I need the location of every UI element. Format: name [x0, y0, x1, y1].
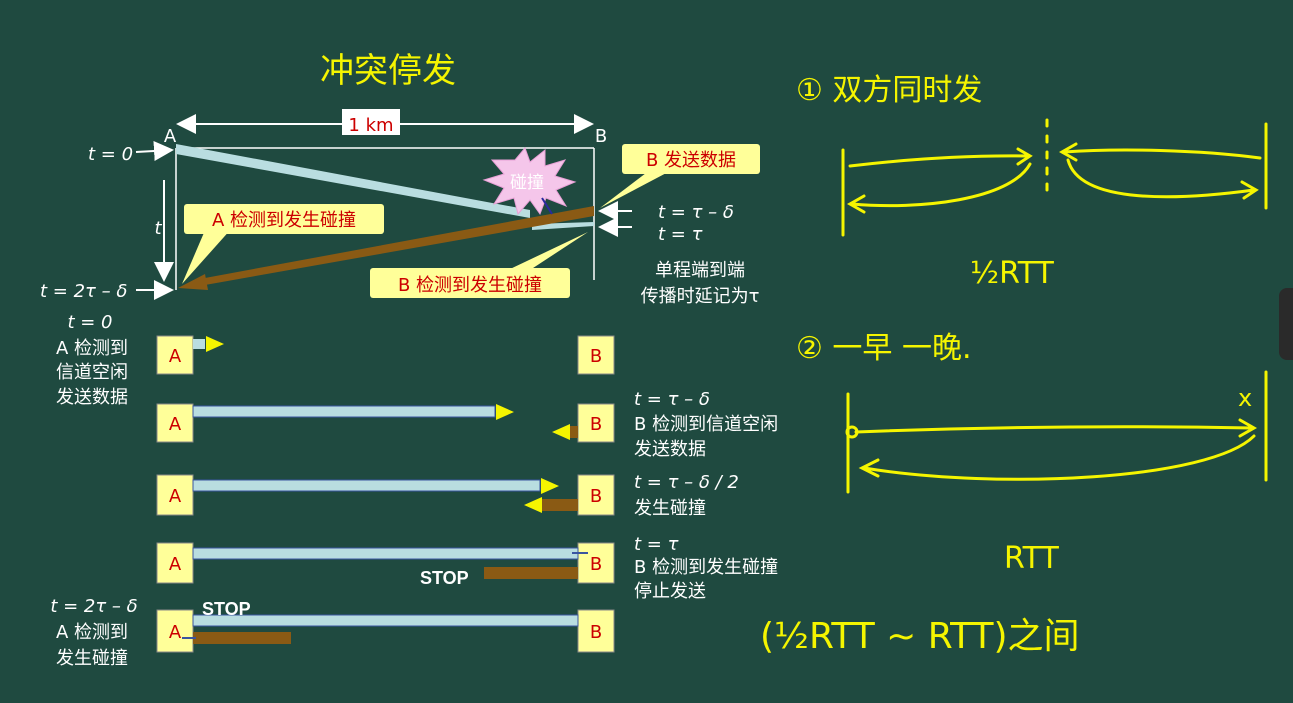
annotation-1-arrow-right — [848, 147, 1033, 168]
step-2-signal-b — [570, 426, 578, 438]
step-3-signal-a — [192, 479, 541, 492]
signal-a-top — [176, 144, 530, 218]
step-1-left-line1: t = 0 — [67, 312, 112, 333]
distance-label-box — [342, 109, 400, 135]
label-2tau-top: t = 2τ – δ — [40, 281, 127, 302]
collision-label: 碰撞 — [510, 173, 544, 193]
step-1-signal-a — [193, 339, 205, 349]
step-3: A B t = τ – δ / 2 发生碰撞 — [156, 472, 739, 519]
step-3-right-line1: t = τ – δ / 2 — [634, 472, 739, 493]
annotation-2-arrow-right — [854, 418, 1258, 438]
label-tau-delta: t = τ – δ — [658, 202, 734, 223]
step-2-right-line3: 发送数据 — [634, 439, 706, 460]
step-1-node-a-label: A — [169, 346, 182, 367]
signal-b-arrowhead — [178, 274, 208, 290]
annotation-item1-value: ½RTT — [970, 256, 1055, 291]
collision-pointer — [541, 197, 553, 215]
callout-b-detect-pointer — [508, 232, 588, 270]
distance-label: 1 km — [348, 115, 393, 136]
step-5-signal-a — [192, 614, 579, 627]
callout-a-detect-text: A 检测到发生碰撞 — [212, 210, 356, 231]
t0-arrow — [135, 141, 174, 161]
annotation-1-arrow-right2 — [1066, 158, 1259, 200]
step-5: A B STOP t = 2τ – δ A 检测到 发生碰撞 — [50, 596, 615, 669]
label-t-axis: t — [154, 218, 162, 239]
step-5-stop-label: STOP — [202, 599, 251, 619]
annotation-2-arrow-left — [858, 434, 1256, 481]
step-2-node-a-label: A — [169, 414, 182, 435]
step-2-right-line2: B 检测到信道空闲 — [634, 414, 778, 435]
side-panel-tab[interactable] — [1279, 288, 1293, 360]
step-5-left-line1: t = 2τ – δ — [50, 596, 137, 617]
step-4-node-a — [156, 542, 194, 584]
step-5-node-a-label: A — [169, 622, 182, 643]
annotation-1-arrow-left — [846, 162, 1032, 214]
annotation-1-arrow-left2 — [1058, 142, 1262, 162]
step-5-node-a — [156, 609, 194, 653]
step-4-signal-a — [192, 547, 579, 560]
node-a-top-label: A — [164, 126, 177, 147]
step-2-node-b — [577, 403, 615, 443]
step-3-node-b-label: B — [590, 486, 602, 507]
step-3-node-a — [156, 474, 194, 516]
diagram-title: 冲突停发 — [320, 51, 456, 91]
callout-b-send-pointer — [600, 170, 672, 208]
handwritten-annotations: ① 双方同时发 ½RTT ② 一早 一晚. x RTT (½RTT ~ RTT)… — [760, 73, 1268, 657]
step-2-node-a — [156, 403, 194, 443]
step-1-node-a — [156, 335, 194, 375]
step-2-node-b-label: B — [590, 414, 602, 435]
collision-burst-icon — [482, 147, 577, 216]
step-2-signal-a — [192, 405, 496, 418]
step-1-left-line2: A 检测到 — [56, 338, 128, 359]
callout-a-detect-pointer — [182, 228, 232, 284]
step-2-right-line1: t = τ – δ — [634, 389, 710, 410]
step-3-node-a-label: A — [169, 486, 182, 507]
step-5-node-b-label: B — [590, 622, 602, 643]
callout-a-detect — [184, 204, 384, 234]
step-4-right-line3: 停止发送 — [634, 581, 706, 602]
step-5-node-b — [577, 609, 615, 653]
annotation-summary: (½RTT ~ RTT)之间 — [760, 616, 1080, 657]
label-t0-top: t = 0 — [88, 144, 133, 165]
node-b-top-label: B — [595, 126, 607, 147]
label-tau: t = τ — [658, 224, 703, 245]
step-5-signal-b — [193, 632, 291, 644]
signal-b-top — [205, 206, 594, 285]
propagation-note-line2: 传播时延记为τ — [641, 286, 760, 307]
step-4-signal-b — [484, 567, 578, 579]
callout-b-detect-text: B 检测到发生碰撞 — [398, 275, 542, 296]
step-4-right-line1: t = τ — [634, 534, 679, 555]
step-5-left-line2: A 检测到 — [56, 622, 128, 643]
step-4-stop-label: STOP — [420, 568, 469, 588]
step-4-right-line2: B 检测到发生碰撞 — [634, 557, 778, 578]
step-1: A B t = 0 A 检测到 信道空闲 发送数据 — [56, 312, 615, 408]
step-5-left-line3: 发生碰撞 — [56, 648, 128, 669]
step-4-node-a-label: A — [169, 554, 182, 575]
annotation-item2-value: RTT — [1004, 541, 1059, 576]
step-4: A B STOP t = τ B 检测到发生碰撞 停止发送 — [156, 534, 778, 602]
callout-b-detect — [370, 268, 570, 298]
step-1-node-b-label: B — [590, 346, 602, 367]
step-3-node-b — [577, 474, 615, 516]
annotation-item1: ① 双方同时发 — [796, 73, 982, 108]
step-1-node-b — [577, 335, 615, 375]
step-3-right-line2: 发生碰撞 — [634, 498, 706, 519]
callout-b-send — [622, 144, 760, 174]
callout-b-send-text: B 发送数据 — [646, 150, 736, 171]
annotation-x-mark: x — [1238, 384, 1252, 412]
step-4-node-b — [577, 542, 615, 584]
step-1-left-line3: 信道空闲 — [56, 362, 128, 383]
step-1-left-line4: 发送数据 — [56, 387, 128, 408]
step-3-signal-b — [542, 499, 578, 511]
propagation-note-line1: 单程端到端 — [655, 260, 745, 281]
annotation-item2: ② 一早 一晚. — [796, 331, 972, 366]
step-2: A B t = τ – δ B 检测到信道空闲 发送数据 — [156, 389, 778, 460]
step-4-node-b-label: B — [590, 554, 602, 575]
